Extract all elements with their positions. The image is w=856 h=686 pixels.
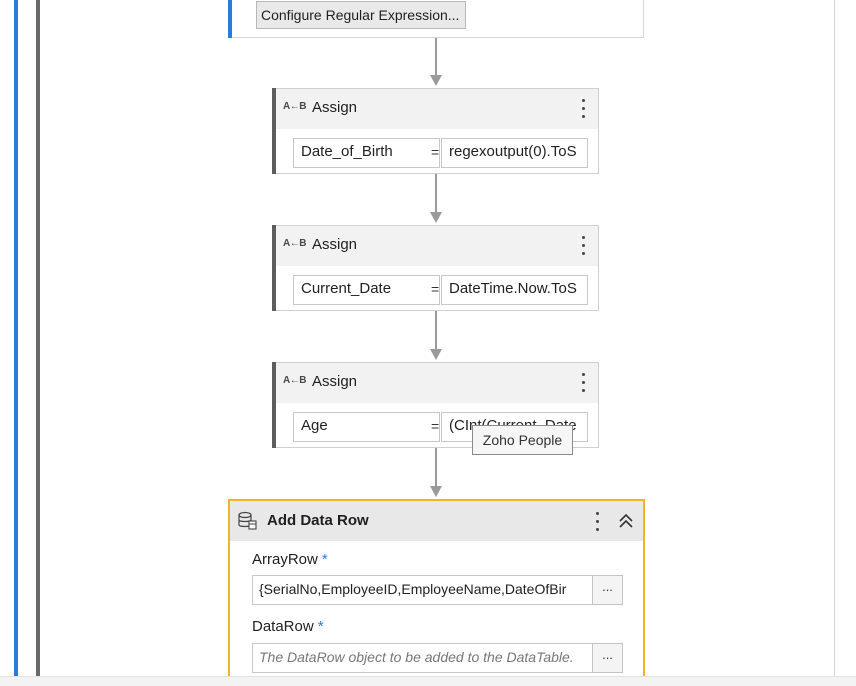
connector-arrow: [430, 75, 442, 86]
more-vertical-icon[interactable]: [580, 96, 586, 120]
add-data-row-header[interactable]: Add Data Row: [230, 501, 643, 541]
sequence-border-outer: [14, 0, 18, 676]
assign-header[interactable]: A←B Assign: [276, 226, 598, 266]
configure-regex-button[interactable]: Configure Regular Expression...: [256, 1, 466, 29]
array-row-input[interactable]: {SerialNo,EmployeeID,EmployeeName,DateOf…: [252, 575, 597, 605]
assign-header[interactable]: A←B Assign: [276, 363, 598, 403]
connector-arrow: [430, 486, 442, 497]
array-row-label: ArrayRow*: [252, 551, 328, 568]
add-data-row-activity[interactable]: Add Data Row ArrayRow* {SerialNo,Employe…: [228, 499, 645, 679]
assign-header[interactable]: A←B Assign: [276, 89, 598, 129]
connector-line: [435, 448, 437, 486]
connector-line: [435, 174, 437, 212]
activity-accent: [272, 362, 276, 448]
more-vertical-icon[interactable]: [580, 233, 586, 257]
status-strip: [0, 676, 856, 686]
assign-activity-1[interactable]: A←B Assign Date_of_Birth = regexoutput(0…: [272, 88, 599, 174]
connector-line: [435, 38, 437, 76]
equals-sign: =: [431, 144, 440, 160]
sequence-border-right: [834, 0, 835, 676]
activity-accent: [228, 0, 232, 38]
activity-accent: [272, 225, 276, 311]
assign-value-field[interactable]: regexoutput(0).ToS: [441, 138, 588, 168]
data-row-input[interactable]: The DataRow object to be added to the Da…: [252, 643, 597, 673]
chevron-double-up-icon[interactable]: [616, 511, 636, 531]
assign-icon: A←B: [283, 238, 306, 249]
tooltip: Zoho People: [472, 425, 573, 455]
add-data-row-title: Add Data Row: [267, 512, 369, 529]
assign-to-field[interactable]: Date_of_Birth: [293, 138, 440, 168]
assign-activity-2[interactable]: A←B Assign Current_Date = DateTime.Now.T…: [272, 225, 599, 311]
required-marker: *: [321, 551, 328, 568]
data-row-label: DataRow*: [252, 618, 324, 635]
activity-accent: [272, 88, 276, 174]
assign-icon: A←B: [283, 375, 306, 386]
assign-value-field[interactable]: DateTime.Now.ToS: [441, 275, 588, 305]
equals-sign: =: [431, 418, 440, 434]
assign-icon: A←B: [283, 101, 306, 112]
assign-to-field[interactable]: Age: [293, 412, 440, 442]
assign-title: Assign: [312, 99, 358, 116]
connector-arrow: [430, 212, 442, 223]
connector-line: [435, 311, 437, 349]
more-vertical-icon[interactable]: [580, 370, 586, 394]
required-marker: *: [317, 618, 324, 635]
array-row-browse-button[interactable]: ...: [592, 575, 623, 605]
data-row-browse-button[interactable]: ...: [592, 643, 623, 673]
connector-arrow: [430, 349, 442, 360]
assign-title: Assign: [312, 236, 358, 253]
more-vertical-icon[interactable]: [594, 509, 600, 533]
equals-sign: =: [431, 281, 440, 297]
sequence-border-inner: [36, 0, 40, 676]
assign-to-field[interactable]: Current_Date: [293, 275, 440, 305]
database-icon: [238, 511, 257, 530]
assign-title: Assign: [312, 373, 358, 390]
